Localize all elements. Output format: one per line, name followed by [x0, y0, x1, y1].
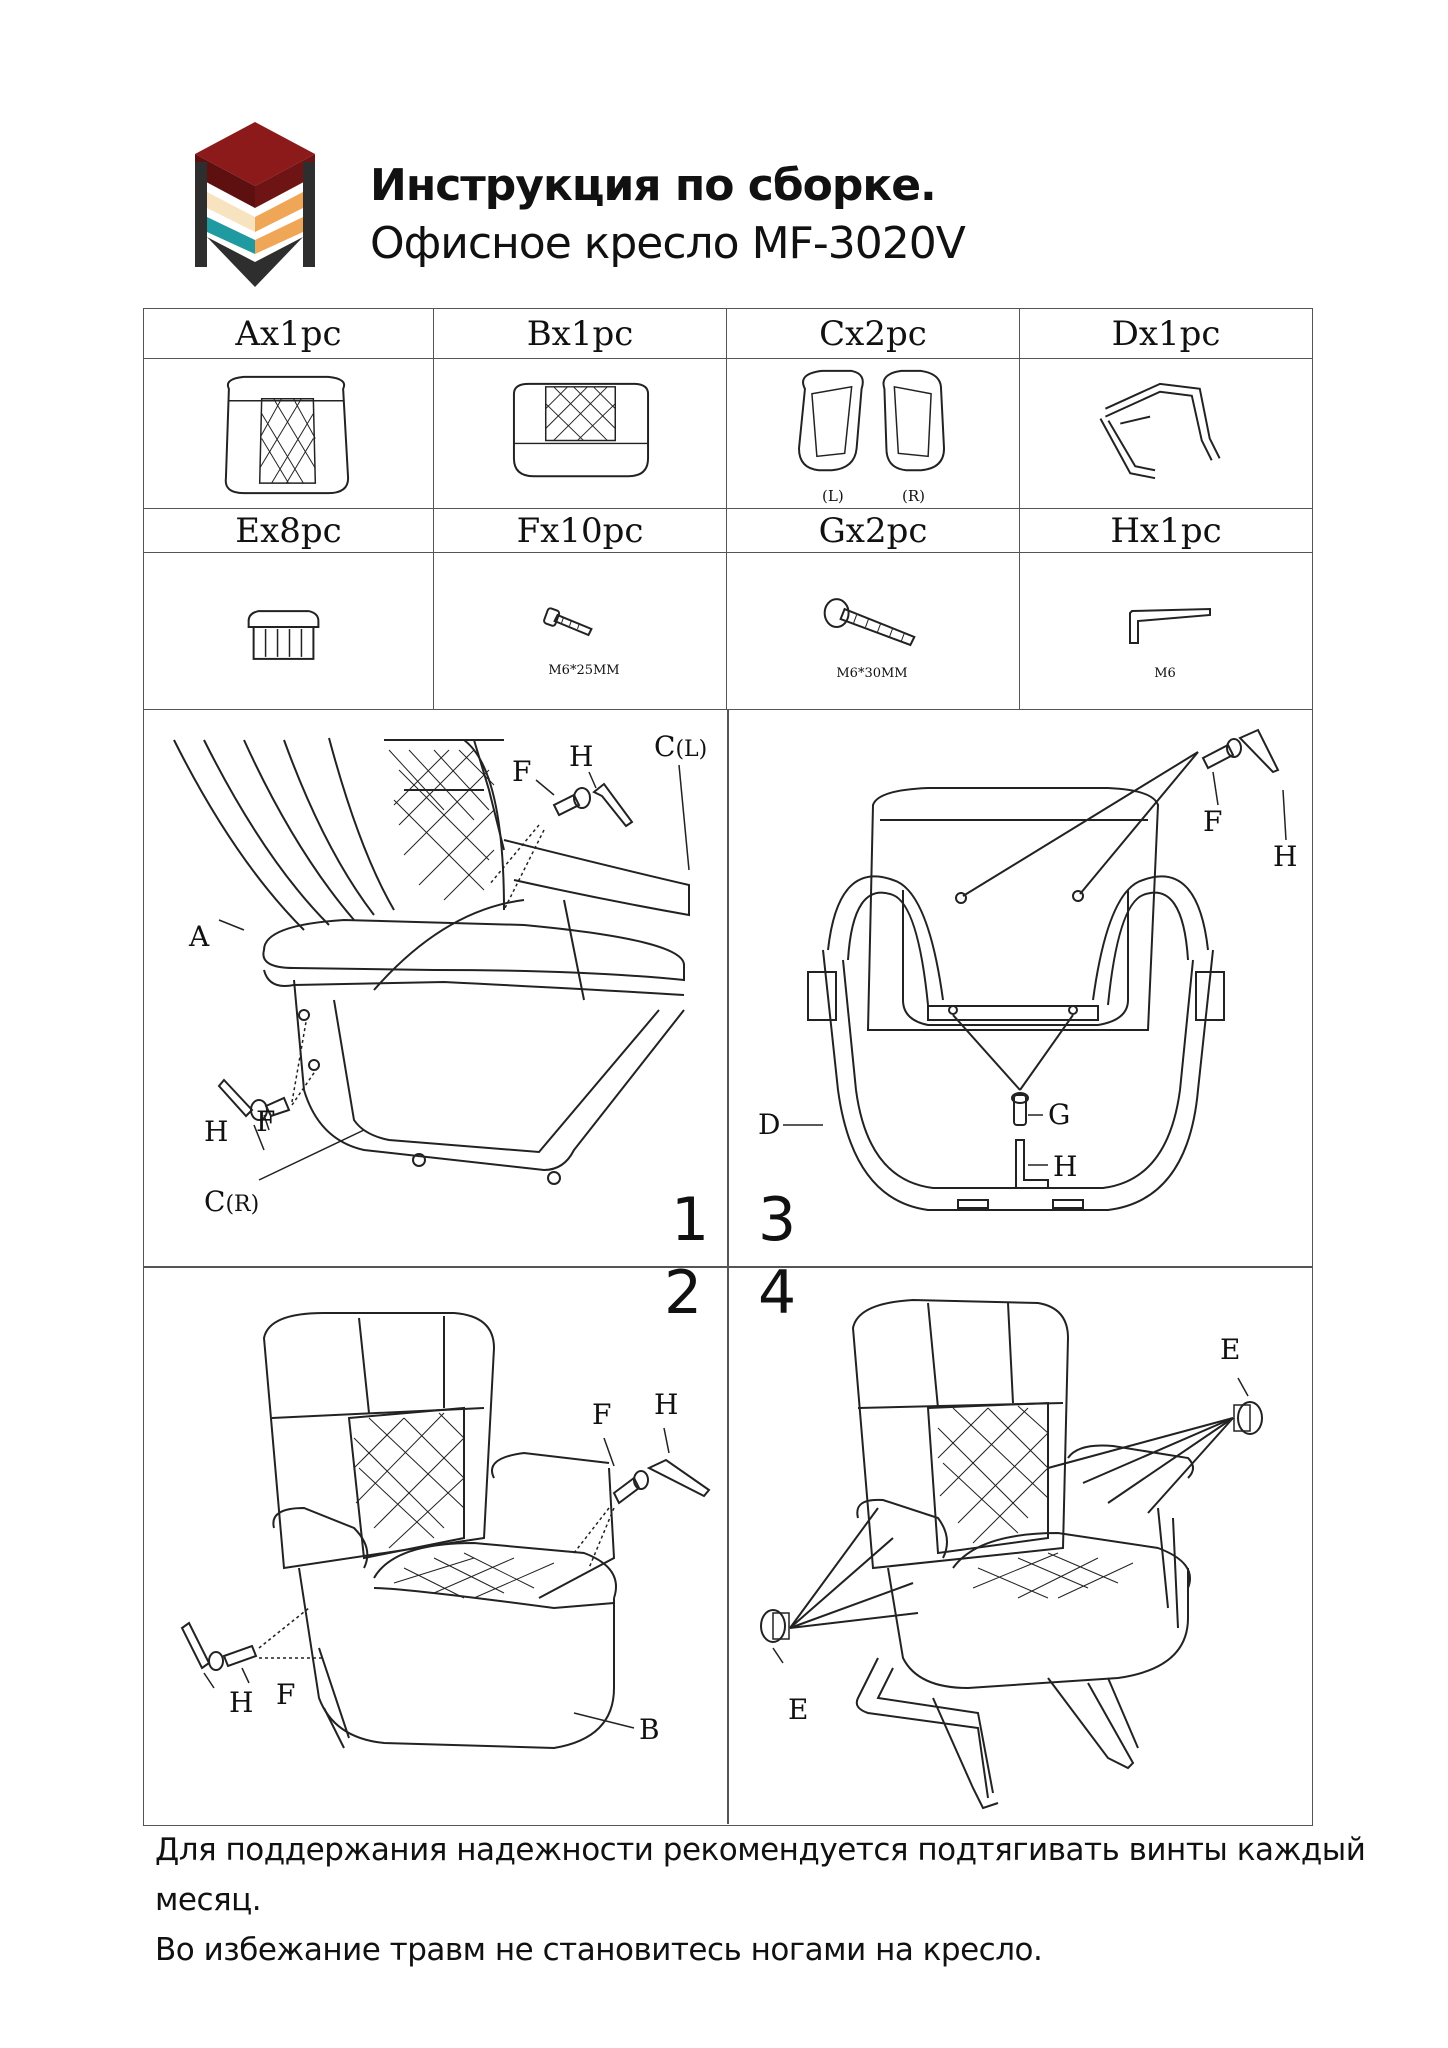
horizontal-divider — [144, 1266, 1312, 1268]
backrest-icon — [224, 375, 350, 495]
bolt-long-icon — [823, 598, 916, 647]
step-3-illustration — [783, 728, 1287, 1211]
step-2-label-h2: H — [229, 1686, 254, 1719]
step-1-label-cl-side: (L) — [675, 737, 708, 762]
part-h-size: M6 — [1154, 666, 1176, 681]
part-f-size: M6*25MM — [548, 663, 620, 678]
step-1-label-cr: C(R) — [204, 1185, 259, 1218]
brand-logo — [190, 122, 320, 287]
part-f-label: Fx10pc — [434, 509, 727, 553]
footer-line-3: Во избежание травм не становитесь ногами… — [155, 1932, 1043, 1968]
step-1-illustration — [173, 737, 690, 1185]
part-g-image: M6*30MM — [727, 553, 1020, 709]
step-2-label-f2: F — [276, 1678, 296, 1711]
step-3-label-f: F — [1203, 805, 1223, 838]
part-f-image: M6*25MM — [434, 553, 727, 709]
step-2-label-b: B — [639, 1713, 660, 1746]
armrest-left-label: (L) — [822, 487, 844, 505]
step-1-label-h1: H — [569, 740, 594, 773]
part-c-label: Cx2pc — [727, 309, 1020, 359]
part-b-image — [434, 359, 727, 509]
seat-icon — [512, 382, 650, 478]
footer-line-2: месяц. — [155, 1882, 262, 1918]
part-h-label: Hx1pc — [1020, 509, 1312, 553]
step-1-label-cl: C(L) — [654, 730, 707, 763]
step-2-number: 2 — [664, 1258, 703, 1328]
step-2-illustration — [180, 1312, 711, 1750]
step-1-label-f1: F — [512, 755, 532, 788]
step-1-label-a: A — [189, 920, 210, 953]
part-a-label: Ax1pc — [144, 309, 434, 359]
part-c-image: (L) (R) — [727, 359, 1020, 509]
step-3-label-h2: H — [1053, 1150, 1078, 1183]
step-3-label-d: D — [758, 1108, 781, 1141]
step-3-label-g: G — [1048, 1098, 1071, 1131]
part-g-size: M6*30MM — [836, 666, 908, 681]
page-subtitle: Офисное кресло MF-3020V — [370, 218, 966, 269]
part-d-label: Dx1pc — [1020, 309, 1312, 359]
part-e-label: Ex8pc — [144, 509, 434, 553]
step-1-panel: A F H C(L) H F C(R) 1 — [144, 710, 727, 1266]
step-1-label-cl-letter: C — [654, 730, 676, 763]
step-3-label-h: H — [1273, 840, 1298, 873]
sled-base-icon — [1099, 382, 1221, 480]
allen-key-icon — [1129, 607, 1211, 644]
step-4-panel: E E 4 — [728, 1258, 1312, 1824]
step-1-label-h2: H — [204, 1115, 229, 1148]
part-h-image: M6 — [1020, 553, 1312, 709]
bolt-short-icon — [543, 607, 593, 637]
step-2-panel: F H H F B 2 — [144, 1258, 727, 1824]
step-4-label-e2: E — [788, 1693, 809, 1726]
step-1-label-cr-side: (R) — [225, 1192, 260, 1217]
part-g-label: Gx2pc — [727, 509, 1020, 553]
step-1-number: 1 — [671, 1185, 710, 1255]
part-b-label: Bx1pc — [434, 309, 727, 359]
footer-line-1: Для поддержания надежности рекомендуется… — [155, 1832, 1366, 1868]
foot-cap-icon — [247, 610, 320, 660]
step-1-label-cr-letter: C — [204, 1185, 226, 1218]
step-4-number: 4 — [758, 1258, 797, 1328]
step-4-illustration — [760, 1298, 1263, 1810]
armrest-icon — [798, 369, 946, 472]
step-3-number: 3 — [758, 1185, 797, 1255]
part-e-image — [144, 553, 434, 709]
assembly-steps: A F H C(L) H F C(R) 1 — [143, 710, 1313, 1826]
armrest-right-label: (R) — [902, 487, 925, 505]
step-2-label-f1: F — [592, 1398, 612, 1431]
step-2-label-h1: H — [654, 1388, 679, 1421]
brand-logo-icon — [195, 122, 315, 287]
part-a-image — [144, 359, 434, 509]
step-3-panel: F H G H D 3 — [728, 710, 1312, 1266]
parts-table: Ax1pc Bx1pc Cx2pc Dx1pc — [143, 308, 1313, 710]
step-4-label-e1: E — [1220, 1333, 1241, 1366]
part-d-image — [1020, 359, 1312, 509]
page-title: Инструкция по сборке. — [370, 160, 937, 211]
step-1-label-f2: F — [256, 1105, 276, 1138]
